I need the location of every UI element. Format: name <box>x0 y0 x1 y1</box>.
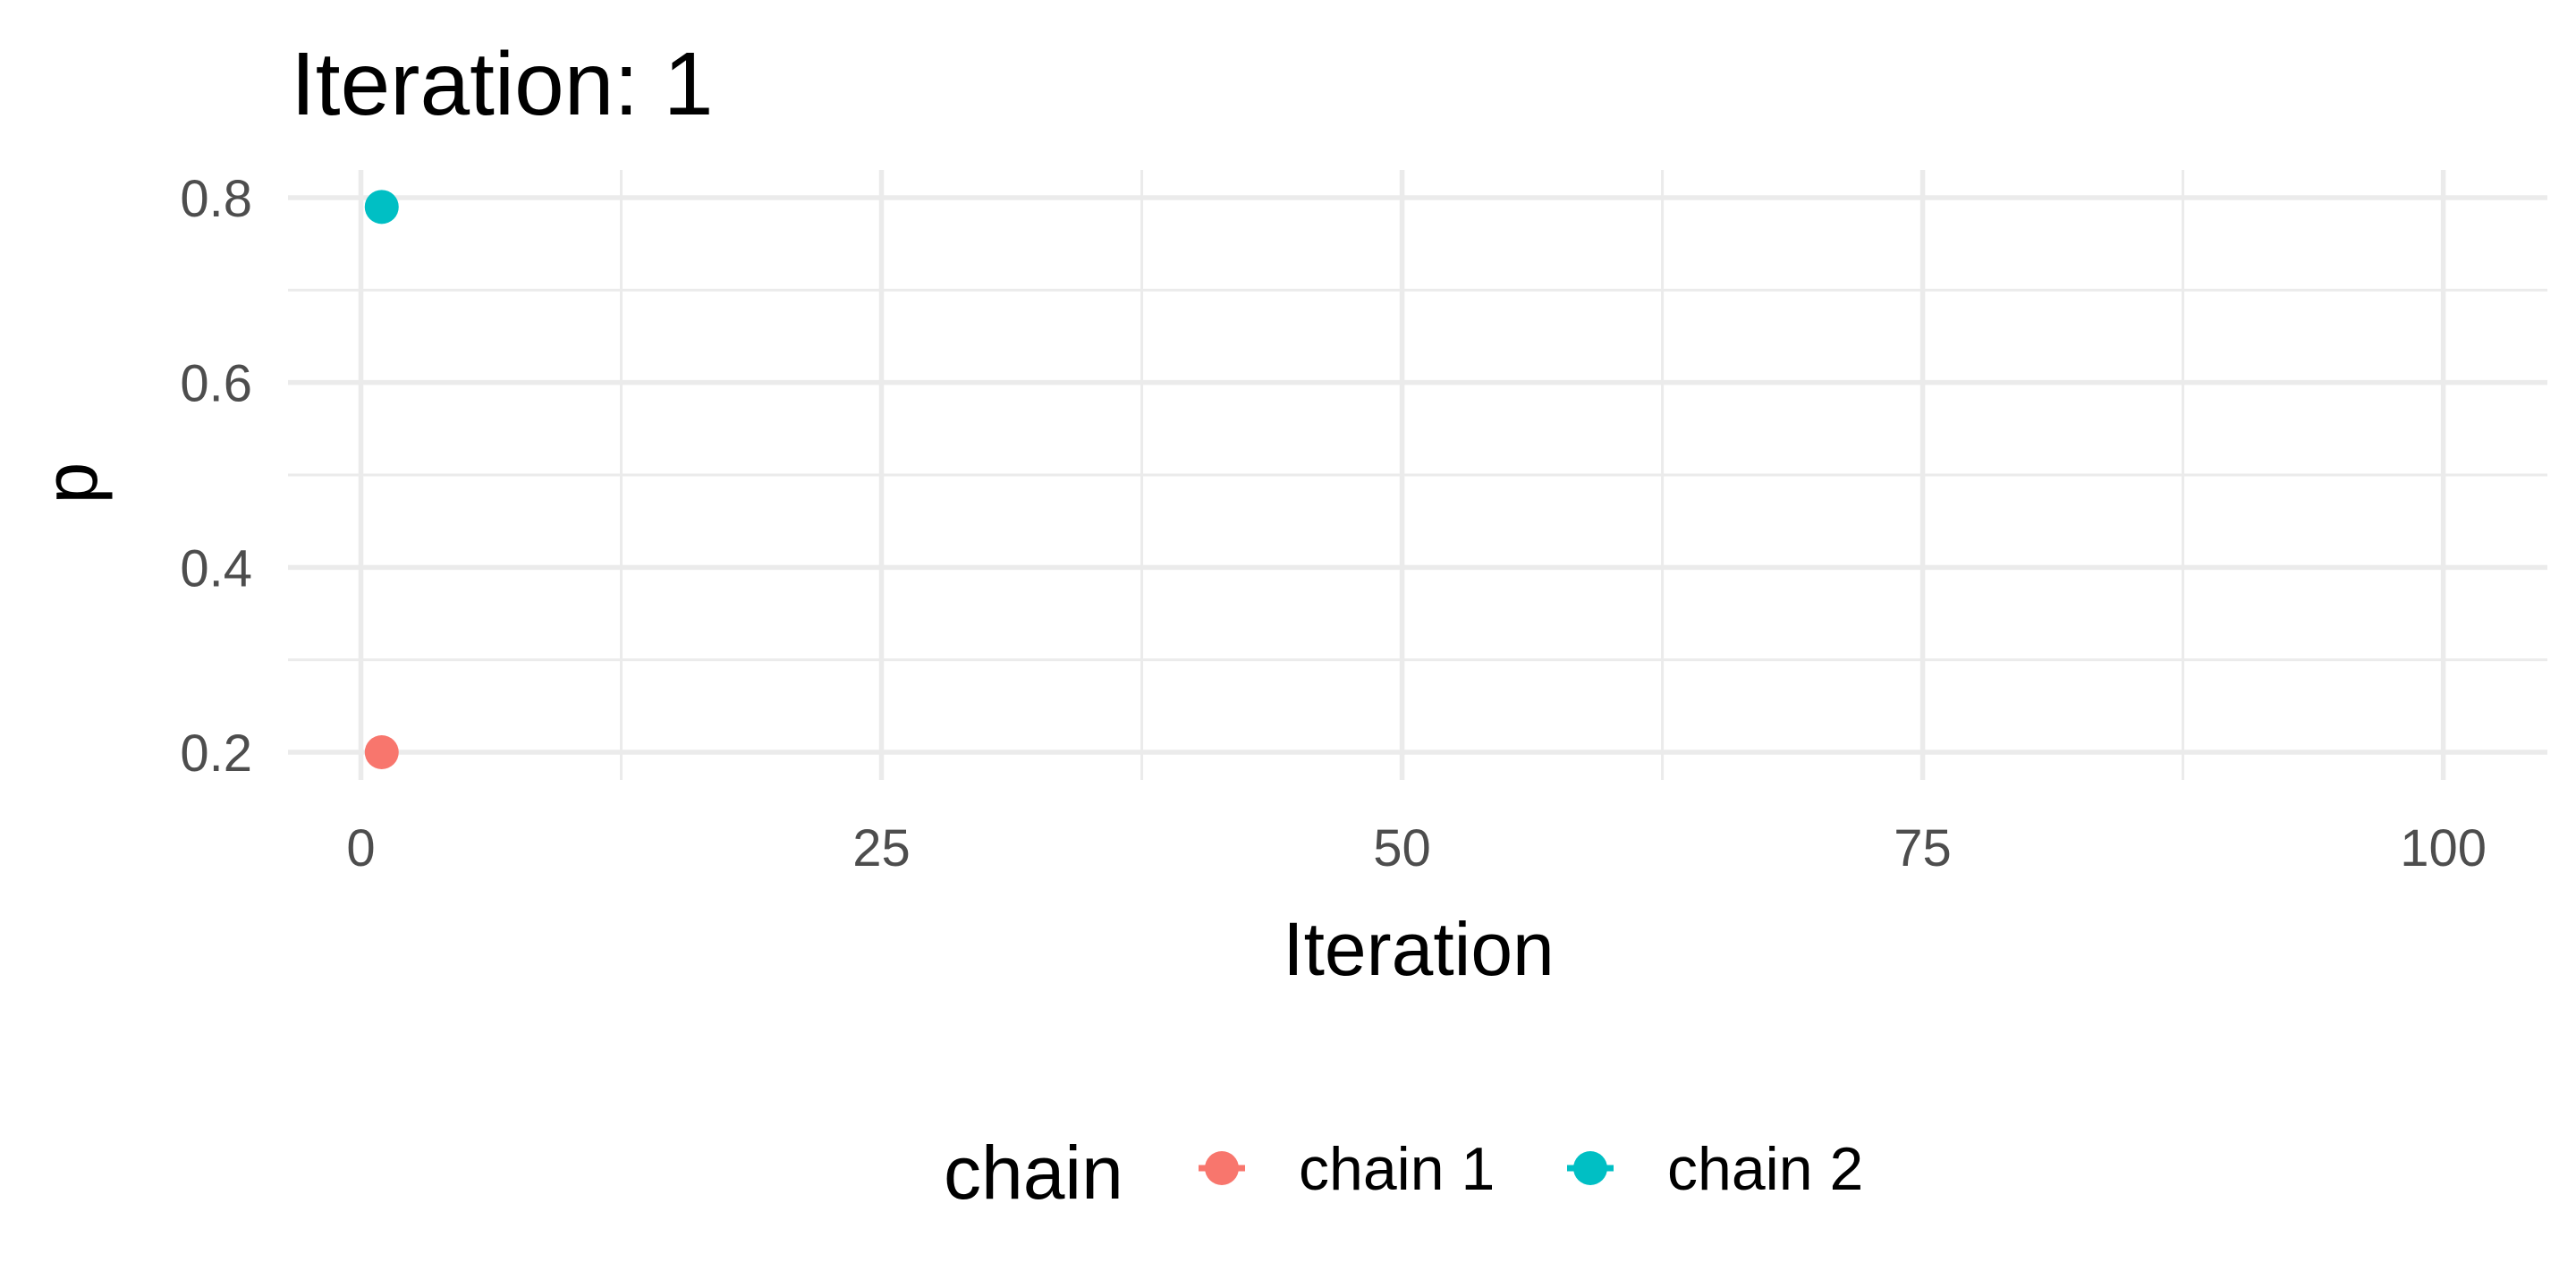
chart-title: Iteration: 1 <box>291 34 714 134</box>
legend: chain chain 1 chain 2 <box>944 1131 1863 1215</box>
y-tick-label: 0.4 <box>180 539 252 597</box>
x-tick-label: 50 <box>1373 819 1431 877</box>
x-tick-label: 0 <box>346 819 375 877</box>
y-tick-label: 0.2 <box>180 724 252 783</box>
data-points <box>364 190 399 769</box>
y-axis-tick-labels: 0.2 0.4 0.6 0.8 <box>180 170 252 783</box>
major-gridlines <box>288 170 2547 780</box>
y-tick-label: 0.8 <box>180 170 252 228</box>
legend-label: chain 1 <box>1299 1135 1495 1203</box>
y-tick-label: 0.6 <box>180 355 252 413</box>
y-axis-title: p <box>29 462 113 504</box>
legend-key <box>1199 1151 1245 1185</box>
x-axis-tick-labels: 0 25 50 75 100 <box>346 819 2487 877</box>
legend-label: chain 2 <box>1667 1135 1863 1203</box>
x-tick-label: 75 <box>1894 819 1952 877</box>
data-point <box>364 190 399 225</box>
legend-key <box>1567 1151 1614 1185</box>
data-point <box>364 735 399 769</box>
legend-title: chain <box>944 1131 1123 1215</box>
x-axis-title: Iteration <box>1283 907 1555 991</box>
x-tick-label: 100 <box>2400 819 2487 877</box>
minor-gridlines <box>288 170 2547 780</box>
x-tick-label: 25 <box>852 819 911 877</box>
